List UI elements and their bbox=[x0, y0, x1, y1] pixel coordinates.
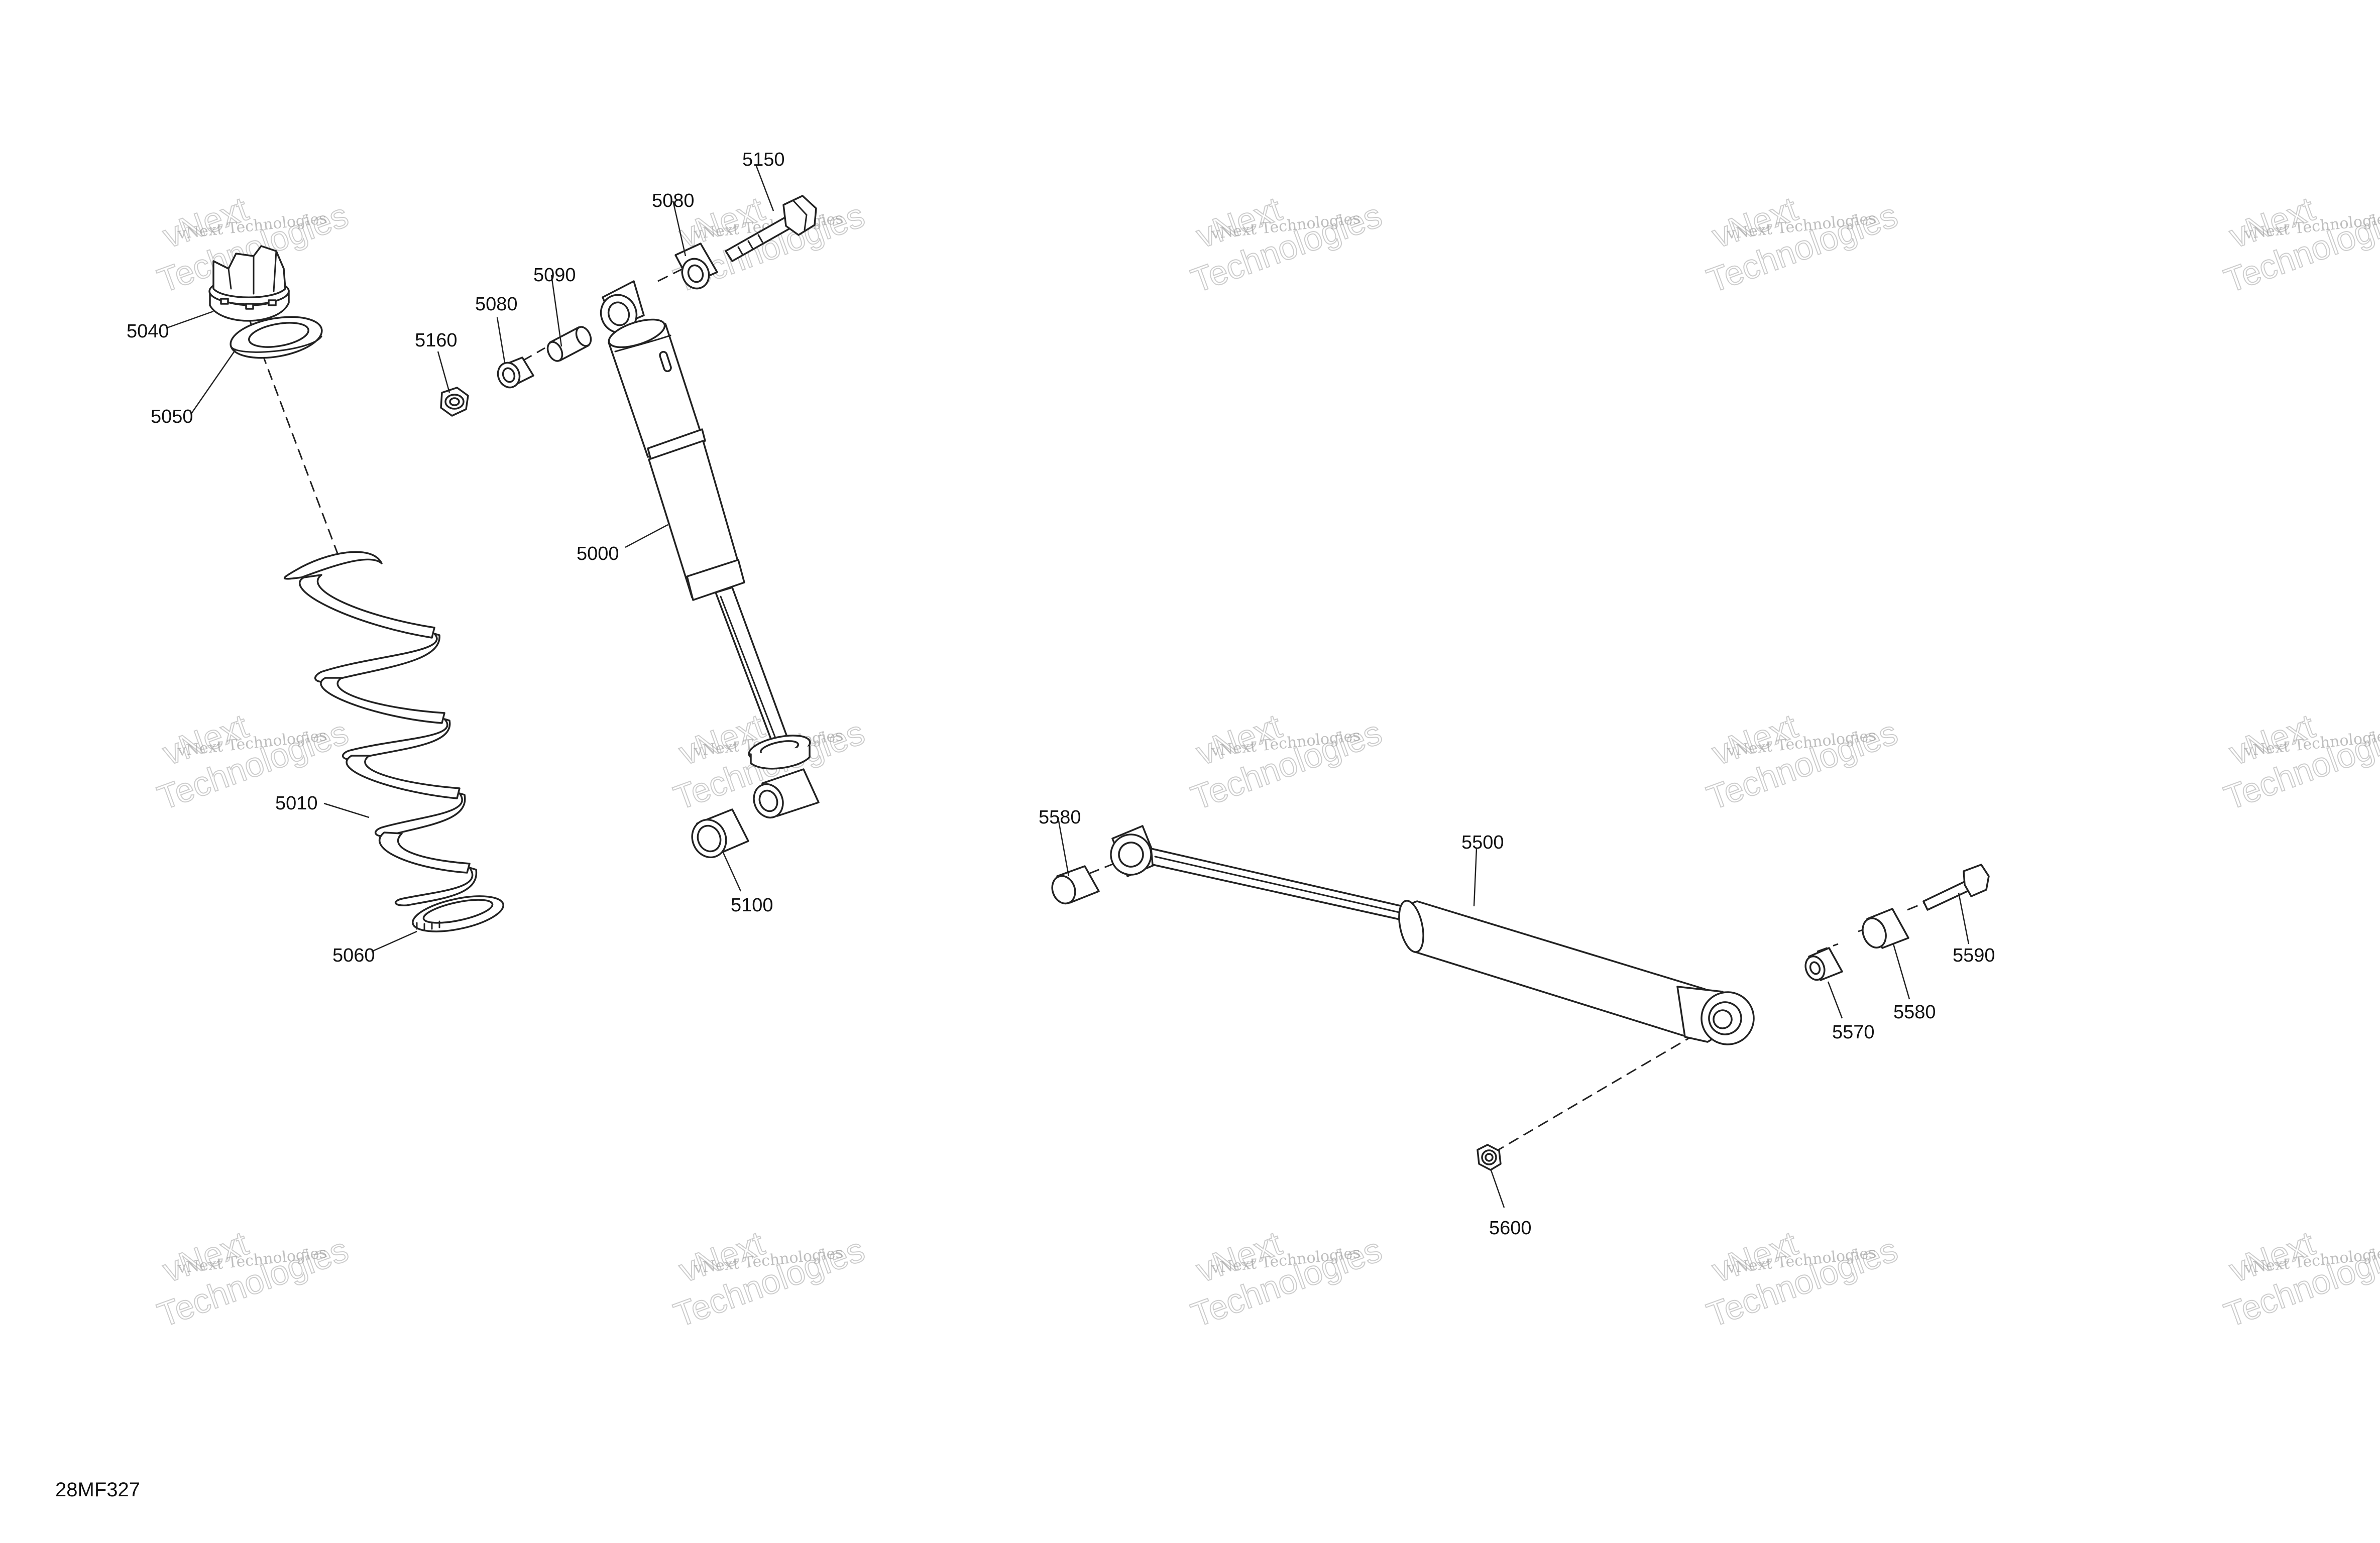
watermark: vNext Technologies vNext Technologies bbox=[1702, 1224, 1903, 1335]
watermarks: vNext Technologies vNext Technologies vN… bbox=[152, 189, 2380, 1335]
bolt-5150 bbox=[725, 195, 817, 262]
diagram-reference-code: 28MF327 bbox=[55, 1479, 140, 1501]
spacer-5080-right bbox=[674, 243, 718, 290]
leader-lines bbox=[168, 164, 1970, 1208]
callout-5090: 5090 bbox=[533, 265, 576, 286]
watermark: vNext Technologies vNext Technologies bbox=[2219, 1224, 2380, 1335]
watermark: vNext Technologies vNext Technologies bbox=[2219, 706, 2380, 818]
callout-5080-left: 5080 bbox=[475, 294, 518, 315]
callout-5590: 5590 bbox=[1953, 945, 1995, 966]
watermark: vNext Technologies vNext Technologies bbox=[1186, 189, 1387, 301]
callout-5600: 5600 bbox=[1489, 1218, 1532, 1239]
watermark: vNext Technologies vNext Technologies bbox=[668, 1224, 870, 1335]
watermark: vNext Technologies vNext Technologies bbox=[152, 706, 354, 818]
sleeve-5090 bbox=[546, 326, 592, 362]
watermark: vNext Technologies vNext Technologies bbox=[1702, 706, 1903, 818]
callout-5580-right: 5580 bbox=[1893, 1002, 1936, 1023]
callout-5500: 5500 bbox=[1461, 832, 1504, 853]
callout-5160: 5160 bbox=[415, 330, 458, 351]
spacer-5080-left bbox=[497, 357, 534, 389]
spring-retainer-cup-5040 bbox=[208, 245, 290, 322]
callout-5000: 5000 bbox=[577, 543, 619, 564]
callouts: 5040 5050 5010 5060 5160 5080 5090 5080 … bbox=[127, 149, 1995, 1239]
callout-5570: 5570 bbox=[1832, 1022, 1875, 1043]
watermark: vNext Technologies vNext Technologies bbox=[1186, 1224, 1387, 1335]
callout-5150: 5150 bbox=[742, 149, 785, 170]
coil-spring-5010 bbox=[284, 551, 478, 906]
callout-5580-left: 5580 bbox=[1039, 807, 1081, 828]
watermark: vNext Technologies vNext Technologies bbox=[2219, 189, 2380, 301]
callout-5040: 5040 bbox=[127, 321, 169, 342]
callout-5100: 5100 bbox=[731, 895, 773, 916]
spring-axis-line bbox=[249, 321, 340, 558]
steering-damper-5500 bbox=[1110, 825, 1755, 1045]
damper-nut-axis-line bbox=[1494, 1023, 1713, 1153]
callout-5050: 5050 bbox=[151, 406, 193, 427]
bushing-5580-right bbox=[1862, 908, 1909, 949]
watermark: vNext Technologies vNext Technologies bbox=[1702, 189, 1903, 301]
watermark: vNext Technologies vNext Technologies bbox=[152, 1224, 354, 1335]
callout-5010: 5010 bbox=[275, 793, 318, 814]
nut-5600 bbox=[1477, 1144, 1502, 1171]
bushing-5580-left bbox=[1051, 865, 1100, 905]
bolt-5590 bbox=[1922, 864, 1990, 911]
watermark: vNext Technologies vNext Technologies bbox=[1186, 706, 1387, 818]
washer-5570 bbox=[1804, 947, 1843, 981]
callout-5060: 5060 bbox=[332, 945, 375, 966]
callout-5080-right: 5080 bbox=[652, 190, 695, 211]
spring-lower-seat-5060 bbox=[412, 895, 504, 932]
bushing-5100 bbox=[691, 768, 820, 859]
nut-5160 bbox=[440, 387, 469, 417]
shock-absorber-5000 bbox=[600, 280, 811, 770]
spring-seat-washer-5050 bbox=[230, 316, 323, 359]
